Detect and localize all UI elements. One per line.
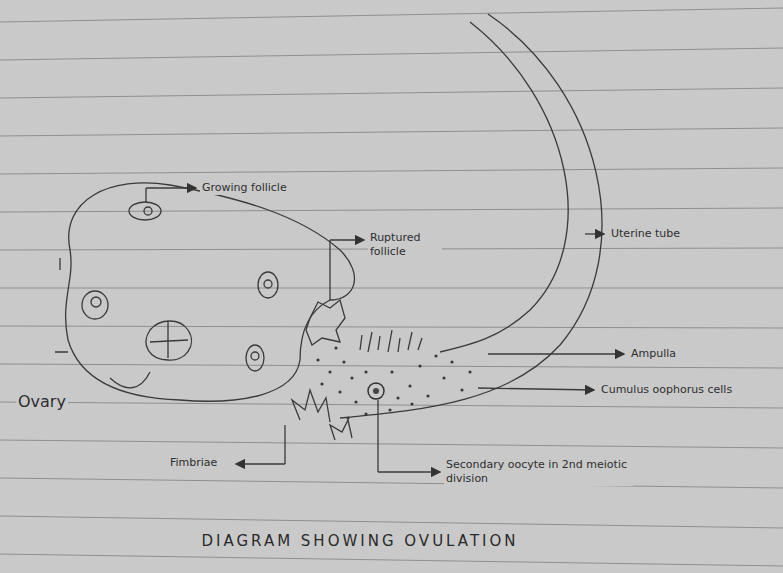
part-label: Uterine tube	[609, 227, 682, 241]
uterine-tube-wall	[340, 14, 602, 418]
leader-line	[145, 188, 146, 202]
leader-line	[377, 400, 378, 472]
ovary-outline	[66, 183, 355, 401]
part-label: Ovary	[16, 392, 68, 412]
growing-follicle	[129, 202, 161, 220]
ruptured-follicle	[306, 300, 345, 345]
leader-line	[330, 239, 364, 240]
cumulus-cells	[316, 346, 471, 419]
corpus-albicans	[146, 321, 191, 360]
leader-line	[284, 425, 285, 464]
part-label: Ampulla	[629, 347, 678, 361]
part-label: Ruptured follicle	[368, 231, 442, 259]
secondary-oocyte	[368, 383, 384, 399]
part-label: Secondary oocyte in 2nd meiotic division	[444, 458, 633, 486]
bracket	[55, 258, 150, 388]
caption: DIAGRAM SHOWING OVULATION	[199, 532, 520, 550]
leader-line	[585, 233, 604, 234]
oocyte	[91, 297, 101, 307]
leader-line	[236, 463, 285, 464]
part-label: Growing follicle	[200, 181, 289, 195]
oocyte	[144, 207, 152, 215]
leader-line	[488, 353, 624, 354]
leader-line	[329, 240, 330, 300]
oocyte	[264, 280, 272, 288]
follicle	[246, 345, 264, 371]
follicle	[82, 291, 108, 319]
leader-line	[478, 388, 594, 390]
follicle	[258, 272, 278, 298]
paper-rule	[0, 8, 783, 566]
part-label: Cumulus oophorus cells	[599, 383, 734, 397]
oocyte-nucleus	[373, 388, 379, 394]
leader-line	[378, 471, 440, 472]
fimbriae	[292, 330, 422, 440]
uterine-tube-wall	[440, 22, 568, 352]
part-label: Fimbriae	[168, 456, 219, 470]
leader-line	[146, 187, 196, 188]
oocyte	[251, 352, 259, 360]
